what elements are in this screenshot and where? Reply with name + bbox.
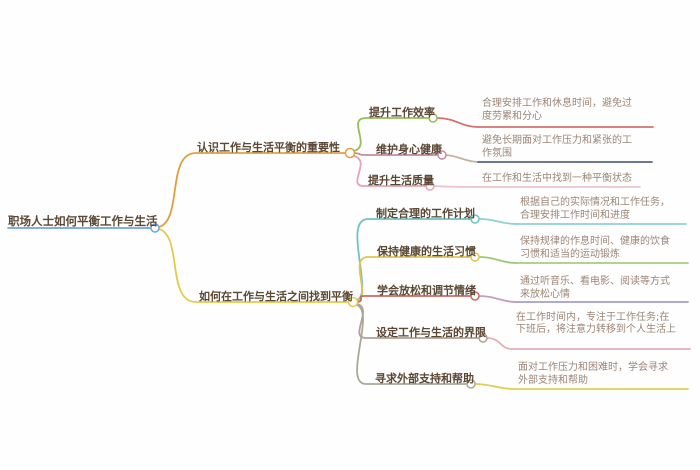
b1-child2-topic[interactable]: 维护身心健康: [376, 143, 442, 156]
b1-leaf1-detail[interactable]: 合理安排工作和休息时间，避免过度劳累和分心: [482, 98, 632, 122]
edge-b1-child1: [353, 117, 429, 152]
b2-child2-topic[interactable]: 保持健康的生活习惯: [377, 245, 476, 258]
b2-child2-node-handle[interactable]: [470, 252, 480, 262]
b1-leaf3-detail[interactable]: 在工作和生活中找到一种平衡状态: [482, 173, 632, 184]
b1-leaf2-detail[interactable]: 避免长期面对工作压力和紧张的工作氛围: [482, 135, 632, 159]
b1-child1-node-handle[interactable]: [428, 113, 438, 123]
curve-b2-leaf1: [478, 218, 517, 225]
edge-b2-child4: [356, 303, 479, 339]
b2-leaf3-detail[interactable]: 通过听音乐、看电影、阅读等方式来放松心情: [520, 276, 670, 300]
curve-b2-leaf3: [478, 295, 517, 303]
branch1-node-handle[interactable]: [344, 147, 356, 159]
edge-branch2: [158, 228, 349, 303]
edge-b2-child5: [356, 304, 467, 385]
b1-child3-node-handle[interactable]: [425, 181, 435, 191]
b1-child2-node-handle[interactable]: [437, 150, 447, 160]
b2-leaf4-detail[interactable]: 在工作时间内，专注于工作任务;在下班后，将注意力转移到个人生活上: [516, 312, 676, 335]
curve-b1-leaf1: [436, 117, 479, 128]
curve-b2-leaf2: [478, 256, 517, 264]
edge-b1-child3: [353, 155, 426, 187]
b1-child3-topic[interactable]: 提升生活质量: [368, 174, 434, 187]
curve-b2-leaf4: [486, 337, 513, 350]
root-topic[interactable]: 职场人士如何平衡工作与生活: [8, 214, 158, 228]
b2-leaf2-detail[interactable]: 保持规律的作息时间、健康的饮食习惯和适当的运动锻炼: [520, 236, 670, 260]
b2-leaf5-detail[interactable]: 面对工作压力和困难时，学会寻求外部支持和帮助: [518, 362, 668, 386]
b2-leaf1-detail[interactable]: 根据自己的实际情况和工作任务，合理安排工作时间和进度: [520, 197, 670, 221]
curve-b1-leaf3: [433, 185, 479, 188]
b2-child1-node-handle[interactable]: [470, 214, 480, 224]
edge-b2-child3: [356, 295, 471, 303]
root-node-handle[interactable]: [150, 223, 160, 233]
b2-child5-topic[interactable]: 寻求外部支持和帮助: [375, 372, 474, 385]
b2-child4-node-handle[interactable]: [478, 333, 488, 343]
curve-b1-leaf2: [445, 154, 479, 163]
branch1-topic[interactable]: 认识工作与生活平衡的重要性: [197, 141, 340, 154]
b2-child4-topic[interactable]: 设定工作与生活的界限: [376, 326, 486, 339]
b2-child3-node-handle[interactable]: [470, 291, 480, 301]
branch2-node-handle[interactable]: [347, 296, 359, 308]
b2-child1-topic[interactable]: 制定合理的工作计划: [376, 207, 475, 220]
branch2-topic[interactable]: 如何在工作与生活之间找到平衡: [199, 290, 353, 303]
edge-b1-child2: [353, 152, 438, 156]
b1-child1-topic[interactable]: 提升工作效率: [369, 106, 435, 119]
curve-b2-leaf5: [474, 383, 515, 390]
b2-child5-node-handle[interactable]: [466, 379, 476, 389]
b2-child3-topic[interactable]: 学会放松和调节情绪: [377, 284, 476, 297]
edge-branch1: [158, 152, 346, 228]
edge-b2-child1: [356, 218, 471, 301]
